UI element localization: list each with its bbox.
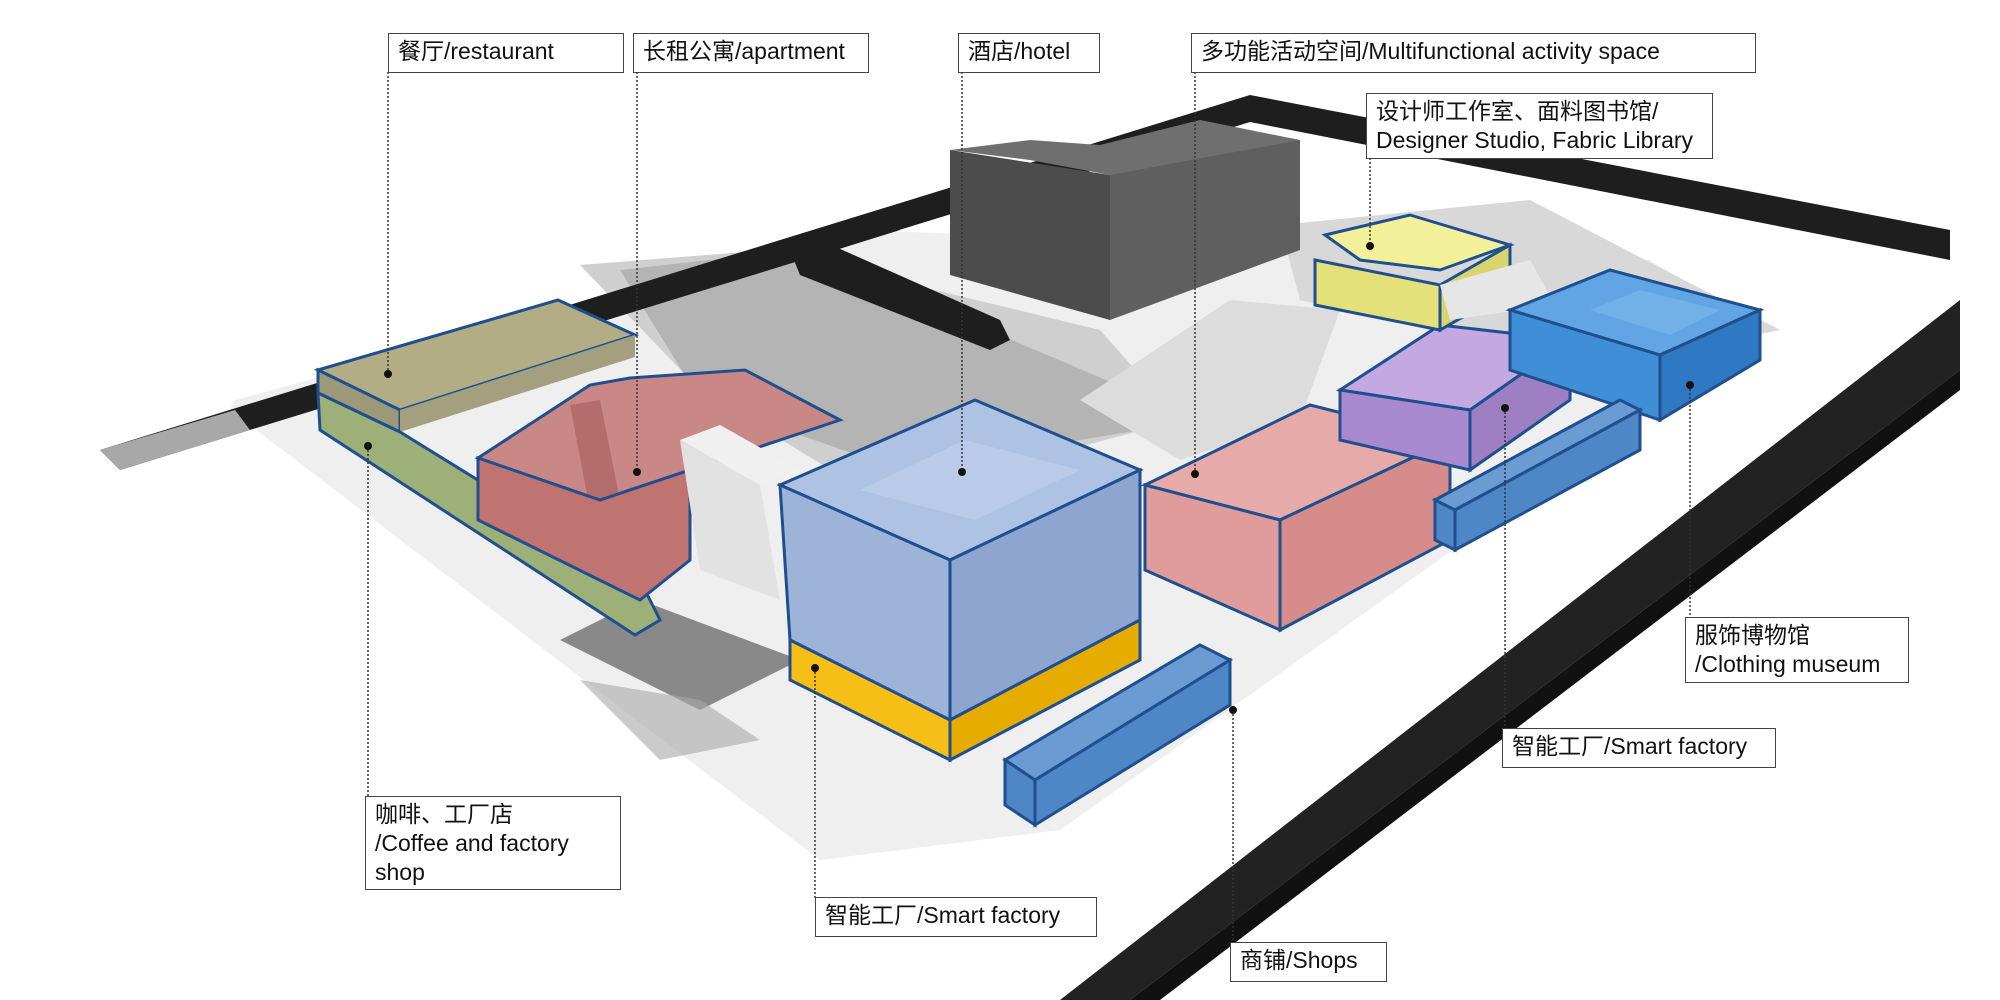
label-coffee-line3: shop: [375, 859, 425, 885]
road-east-edge: [1130, 370, 1960, 1000]
museum-top-inset: [1590, 290, 1720, 335]
dot-smart-right: [1501, 404, 1509, 412]
road-inner-loop: [800, 215, 900, 255]
dot-coffee: [364, 442, 372, 450]
shops-right-side: [1453, 407, 1642, 553]
label-museum-line2: /Clothing museum: [1695, 651, 1881, 677]
dot-smart-bottom: [811, 664, 819, 672]
leader-dots: [364, 242, 1694, 714]
label-coffee-line1: 咖啡、工厂店: [375, 801, 513, 827]
label-museum-line1: 服饰博物馆: [1695, 622, 1810, 648]
hotel-right: [1110, 140, 1300, 320]
label-restaurant-text: 餐厅/restaurant: [398, 38, 554, 64]
lower-plaza-dark: [560, 600, 800, 710]
label-shops: 商铺/Shops: [1230, 942, 1387, 982]
label-clothing-museum: 服饰博物馆 /Clothing museum: [1685, 617, 1909, 683]
dot-restaurant: [384, 370, 392, 378]
apartment-tower-front: [570, 400, 620, 510]
leader-lines: [367, 72, 1691, 944]
label-hotel: 酒店/hotel: [958, 33, 1100, 73]
label-hotel-text: 酒店/hotel: [968, 38, 1071, 64]
label-multifunctional: 多功能活动空间/Multifunctional activity space: [1191, 33, 1756, 73]
dot-museum: [1686, 381, 1694, 389]
apartment-building: [474, 368, 844, 602]
label-coffee-line2: /Coffee and factory: [375, 830, 569, 856]
lower-plaza-grey: [580, 680, 760, 760]
connector-volume: [680, 425, 800, 600]
smart-factory-main-building: [776, 398, 1144, 763]
label-apartment-text: 长租公寓/apartment: [643, 38, 845, 64]
designer-top: [1321, 213, 1515, 272]
shops-building-right: [1431, 398, 1644, 553]
label-designer-line2: Designer Studio, Fabric Library: [1376, 127, 1694, 153]
connector-front: [680, 440, 780, 600]
shops-right-front: [1433, 497, 1457, 553]
hotel-building: [950, 120, 1300, 320]
shops-left-side: [1033, 657, 1232, 828]
dot-designer: [1366, 242, 1374, 250]
road-east: [1060, 300, 1960, 1000]
central-plaza: [1080, 300, 1340, 460]
smart-factory-top-inset: [860, 440, 1080, 520]
clothing-museum-building: [1505, 268, 1765, 423]
label-shops-text: 商铺/Shops: [1240, 947, 1358, 973]
connector-top: [680, 425, 800, 485]
dot-shops: [1229, 706, 1237, 714]
shops-building-left: [1002, 643, 1234, 828]
label-designer-line1: 设计师工作室、面料图书馆/: [1376, 98, 1659, 124]
smart-factory-base-right: [948, 617, 1142, 763]
label-smart-factory-bottom: 智能工厂/Smart factory: [815, 897, 1097, 937]
label-smart-right-text: 智能工厂/Smart factory: [1512, 733, 1748, 759]
road-west-branch: [790, 240, 1010, 350]
dot-apartment: [633, 468, 641, 476]
dot-hotel: [958, 468, 966, 476]
label-smart-factory-right: 智能工厂/Smart factory: [1502, 728, 1776, 768]
label-multifunctional-text: 多功能活动空间/Multifunctional activity space: [1201, 38, 1660, 64]
restaurant-building: [313, 298, 640, 435]
dot-multifunctional: [1191, 470, 1199, 478]
museum-side: [1658, 307, 1762, 423]
label-smart-bottom-text: 智能工厂/Smart factory: [825, 902, 1061, 928]
road-north-light: [100, 410, 250, 470]
label-restaurant: 餐厅/restaurant: [388, 33, 624, 73]
hotel-left: [950, 150, 1110, 320]
label-apartment: 长租公寓/apartment: [633, 33, 869, 73]
label-coffee-shop: 咖啡、工厂店 /Coffee and factory shop: [365, 796, 621, 890]
restaurant-side: [400, 335, 635, 432]
label-designer-studio: 设计师工作室、面料图书馆/ Designer Studio, Fabric Li…: [1366, 93, 1713, 159]
apartment-front: [476, 455, 692, 602]
